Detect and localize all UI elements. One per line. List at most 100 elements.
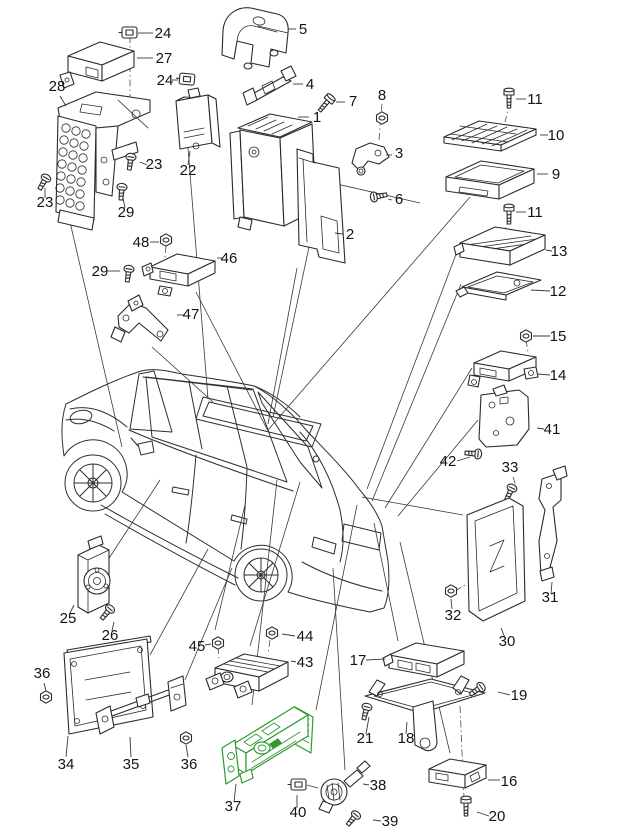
part-number-label[interactable]: 22 [180, 162, 197, 179]
part-illustration-36-nut-b[interactable] [179, 731, 193, 745]
callout-28[interactable]: 28 [49, 78, 67, 107]
part-number-label[interactable]: 18 [398, 730, 415, 747]
part-number-label[interactable]: 1 [313, 109, 321, 126]
part-number-label[interactable]: 14 [550, 367, 567, 384]
callout-25[interactable]: 25 [60, 604, 77, 627]
part-number-label[interactable]: 33 [502, 459, 519, 476]
part-illustration-21-screw[interactable] [358, 701, 374, 722]
part-illustration-23-screw-b[interactable] [34, 171, 53, 193]
part-number-label[interactable]: 46 [221, 250, 238, 267]
part-number-label[interactable]: 28 [49, 78, 66, 95]
part-number-label[interactable]: 15 [550, 328, 567, 345]
part-number-label[interactable]: 4 [306, 76, 314, 93]
part-number-label[interactable]: 9 [552, 166, 560, 183]
part-number-label[interactable]: 17 [350, 652, 367, 669]
part-illustration-32-nut[interactable] [444, 584, 458, 598]
part-illustration-11-bolt-b[interactable] [503, 203, 515, 225]
part-illustration-41-bracket[interactable] [478, 384, 530, 448]
part-illustration-28-carrier-bracket[interactable] [55, 91, 151, 231]
part-illustration-29-screw-a[interactable] [115, 182, 128, 201]
part-number-label[interactable]: 48 [133, 234, 150, 251]
part-illustration-35-support-bracket[interactable] [95, 675, 187, 735]
part-illustration-13-control-unit[interactable] [453, 226, 546, 266]
part-number-label[interactable]: 11 [527, 204, 543, 221]
callout-23[interactable]: 23 [139, 156, 163, 173]
part-illustration-15-nut[interactable] [519, 329, 533, 343]
part-illustration-8-nut[interactable] [375, 111, 389, 125]
callout-21[interactable]: 21 [357, 716, 374, 747]
callout-19[interactable]: 19 [497, 687, 527, 704]
part-illustration-25-alarm-siren[interactable] [77, 535, 111, 614]
part-illustration-24-clip-a[interactable] [118, 26, 138, 39]
part-number-label[interactable]: 29 [92, 263, 109, 280]
callout-33[interactable]: 33 [502, 459, 519, 476]
callout-3[interactable]: 3 [386, 145, 403, 162]
part-illustration-18-mounting-bracket[interactable] [364, 675, 486, 752]
callout-6[interactable]: 6 [387, 191, 403, 208]
callout-47[interactable]: 47 [177, 306, 199, 323]
part-illustration-34-amplifier-plate[interactable] [63, 635, 154, 735]
callout-7[interactable]: 7 [336, 93, 357, 110]
part-number-label[interactable]: 25 [60, 610, 77, 627]
callout-17[interactable]: 17 [350, 652, 386, 669]
callout-22[interactable]: 22 [180, 150, 197, 179]
callout-27[interactable]: 27 [137, 50, 172, 67]
callout-10[interactable]: 10 [540, 127, 564, 144]
part-number-label[interactable]: 8 [378, 87, 386, 104]
part-illustration-29-screw-b[interactable] [121, 264, 136, 284]
part-illustration-20-bolt[interactable] [460, 795, 472, 817]
callout-14[interactable]: 14 [536, 367, 567, 384]
part-number-label[interactable]: 43 [297, 654, 314, 671]
callout-41[interactable]: 41 [536, 421, 560, 438]
part-number-label[interactable]: 2 [346, 226, 354, 243]
part-number-label[interactable]: 6 [395, 191, 403, 208]
part-illustration-24-clip-b[interactable] [175, 72, 196, 86]
callout-12[interactable]: 12 [530, 283, 566, 300]
part-number-label[interactable]: 44 [297, 628, 314, 645]
callout-13[interactable]: 13 [545, 243, 568, 260]
callout-40[interactable]: 40 [290, 795, 307, 821]
callout-39[interactable]: 39 [372, 813, 399, 830]
part-number-label[interactable]: 10 [548, 127, 565, 144]
part-illustration-14-control-module[interactable] [467, 350, 539, 388]
part-number-label[interactable]: 23 [146, 156, 163, 173]
callout-29[interactable]: 29 [118, 197, 135, 221]
callout-1[interactable]: 1 [298, 109, 321, 126]
part-number-label[interactable]: 35 [123, 756, 140, 773]
part-illustration-46-control-module[interactable] [141, 253, 216, 297]
part-number-label[interactable]: 34 [58, 756, 75, 773]
part-number-label[interactable]: 7 [349, 93, 357, 110]
part-illustration-22-control-module[interactable] [175, 87, 221, 150]
part-illustration-5-cover[interactable] [221, 7, 289, 70]
callout-8[interactable]: 8 [378, 87, 386, 104]
part-illustration-47-bracket[interactable] [110, 294, 169, 343]
callout-32[interactable]: 32 [445, 598, 462, 624]
part-illustration-4-bracket[interactable] [242, 65, 297, 106]
callout-11[interactable]: 11 [516, 204, 543, 221]
part-illustration-44-nut[interactable] [265, 626, 279, 640]
callout-9[interactable]: 9 [537, 166, 560, 183]
part-illustration-30-amplifier[interactable] [466, 497, 526, 622]
part-illustration-16-control-module[interactable] [428, 758, 487, 789]
callout-38[interactable]: 38 [362, 777, 386, 794]
callout-36[interactable]: 36 [34, 665, 51, 692]
part-number-label[interactable]: 20 [489, 808, 506, 825]
callout-23[interactable]: 23 [37, 188, 54, 211]
part-number-label[interactable]: 37 [225, 798, 242, 815]
part-number-label[interactable]: 32 [445, 607, 462, 624]
part-number-label[interactable]: 13 [551, 243, 568, 260]
part-number-label[interactable]: 36 [34, 665, 51, 682]
callout-37[interactable]: 37 [225, 783, 242, 815]
part-number-label[interactable]: 24 [155, 25, 172, 42]
part-number-label[interactable]: 11 [527, 91, 543, 108]
part-illustration-12-tray[interactable] [455, 271, 542, 301]
callout-18[interactable]: 18 [398, 721, 415, 747]
part-illustration-31-bracket[interactable] [538, 465, 568, 582]
part-illustration-10-grate-cover[interactable] [443, 120, 537, 152]
part-number-label[interactable]: 39 [382, 813, 399, 830]
part-illustration-39-screw[interactable] [343, 808, 363, 829]
callout-36[interactable]: 36 [181, 744, 198, 773]
part-illustration-3-bracket[interactable] [351, 142, 390, 176]
part-number-label[interactable]: 27 [156, 50, 173, 67]
callout-30[interactable]: 30 [499, 627, 516, 650]
